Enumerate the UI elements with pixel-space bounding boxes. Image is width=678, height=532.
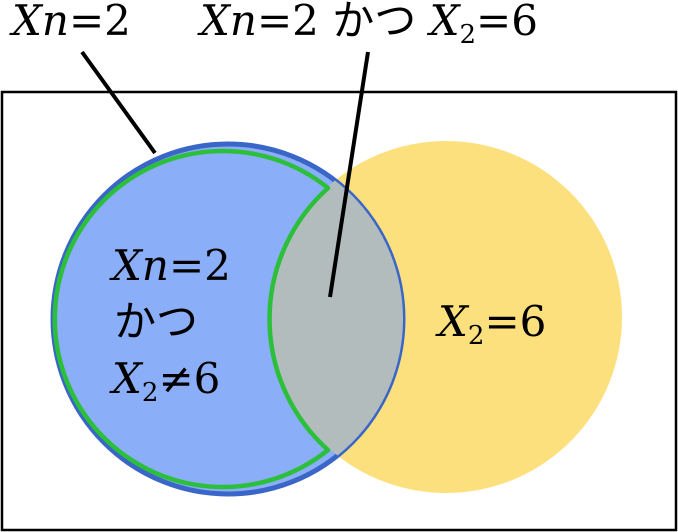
label-right-region: X2=6 xyxy=(435,297,546,351)
label-top-center: Xn=2 かつ X2=6 xyxy=(197,0,538,50)
highlight-outline xyxy=(52,148,331,490)
leader-line-left xyxy=(80,50,157,155)
label-left-line2: かつ xyxy=(114,297,198,346)
leader-line-center xyxy=(328,51,370,298)
label-top-left: Xn=2 xyxy=(9,0,131,45)
intersection-region xyxy=(270,144,403,493)
label-left-line1: Xn=2 xyxy=(109,241,231,290)
universal-set-frame xyxy=(0,90,678,532)
label-left-line3: X2≠6 xyxy=(109,354,220,408)
